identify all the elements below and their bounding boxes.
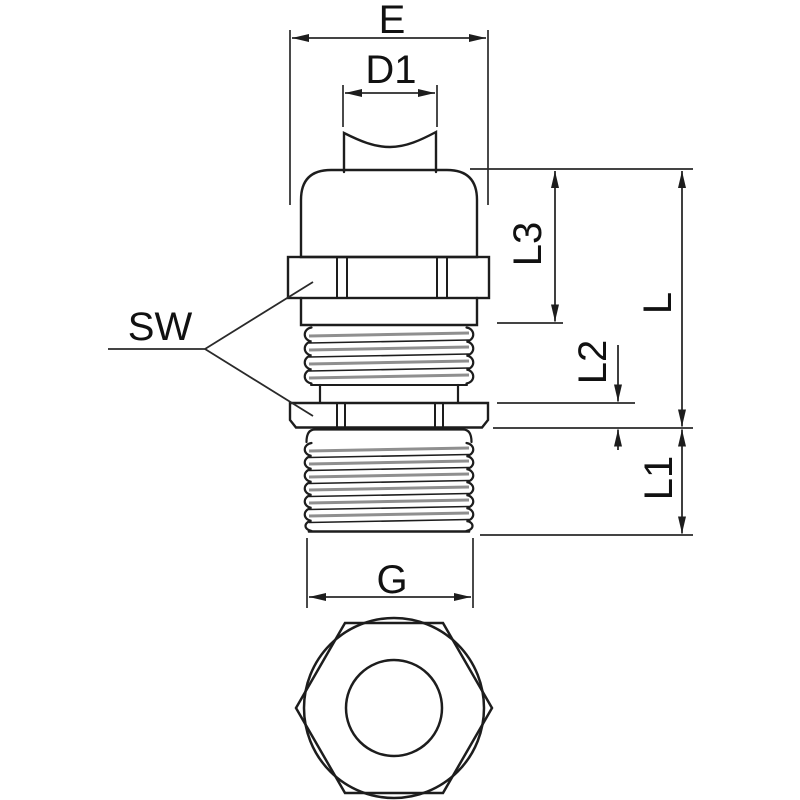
bore-circle — [344, 658, 444, 758]
thread-crest-line — [308, 459, 470, 466]
bottom-view — [294, 616, 494, 800]
label-d1: D1 — [365, 48, 416, 92]
sw-leader — [108, 281, 314, 417]
thread-crest-line — [308, 485, 470, 492]
thread-root-line — [308, 518, 470, 524]
upper-thread-left-edge — [303, 326, 313, 385]
upper-thread-right-edge — [465, 326, 475, 385]
cable-stub — [342, 130, 438, 174]
sw-leader-lower — [204, 348, 314, 417]
label-l3: L3 — [506, 222, 550, 267]
thread-root-line — [308, 367, 470, 372]
thread-crests-thin — [308, 339, 470, 524]
lower-thread-left-edge — [303, 441, 313, 533]
thread-crest-line — [308, 345, 470, 352]
dome-cap — [299, 168, 479, 259]
side-view — [286, 130, 491, 533]
thread-crest-line — [308, 359, 470, 366]
neck-upper — [299, 296, 479, 327]
thread-crest-line — [308, 373, 470, 380]
thread-root-line — [308, 492, 470, 498]
lower-thread-right-edge — [465, 441, 475, 533]
thread-root-line — [308, 339, 470, 344]
label-l2: L2 — [571, 340, 615, 385]
locknut-facets — [336, 402, 444, 428]
label-l1: L1 — [637, 456, 681, 501]
thread-crest-line — [308, 331, 470, 338]
hexagon-outline — [294, 621, 494, 795]
thread-shoulder — [305, 428, 473, 444]
upper-hex-nut — [286, 255, 491, 300]
thread-crest-line — [308, 472, 470, 479]
dimension-labels: E D1 SW G L3 L L2 L1 — [128, 0, 681, 602]
thread-root-line — [308, 505, 470, 511]
dimension-lines — [292, 34, 686, 601]
thread-root-line — [308, 353, 470, 358]
upper-hex-nut-facets — [336, 256, 448, 299]
label-sw: SW — [128, 305, 193, 349]
locknut — [288, 401, 490, 429]
thread-root-line — [308, 479, 470, 485]
label-l: L — [636, 292, 680, 314]
extension-lines — [289, 30, 693, 608]
body-circle — [302, 616, 486, 800]
thread-crest-line — [308, 446, 470, 453]
label-e: E — [379, 0, 406, 42]
label-g: G — [376, 558, 407, 602]
thread-crest-line — [308, 511, 470, 518]
thread-root-line — [308, 453, 470, 459]
thread-crest-line — [308, 498, 470, 505]
thread-root-line — [308, 466, 470, 472]
thread-crests-thick — [308, 331, 470, 518]
